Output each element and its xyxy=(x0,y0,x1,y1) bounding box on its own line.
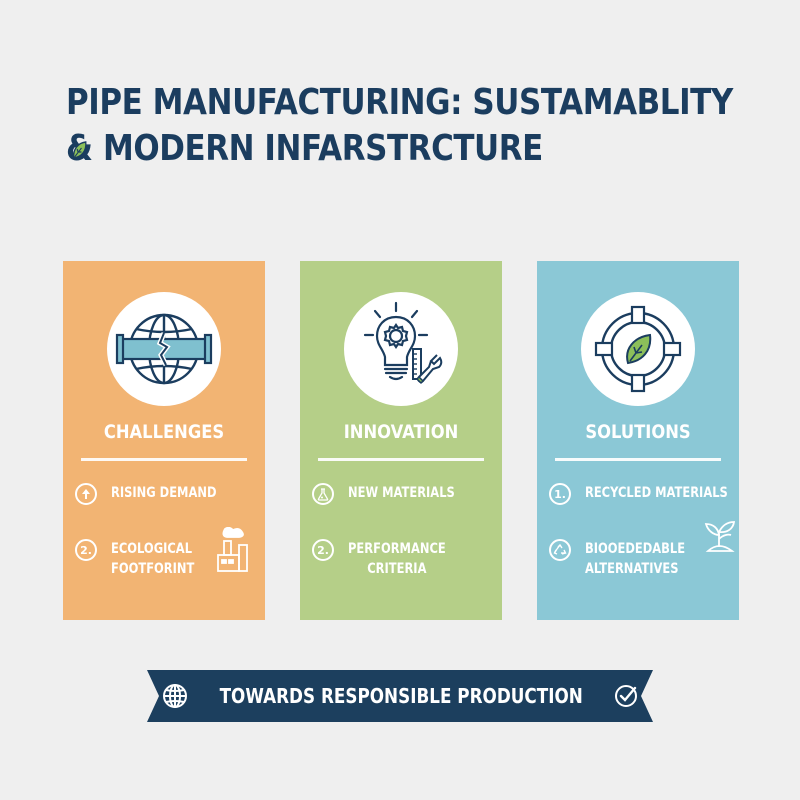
globe-icon xyxy=(162,684,187,708)
challenges-icon-circle xyxy=(107,292,221,406)
broken-pipe-globe-icon xyxy=(115,313,213,385)
number-2-icon: 2. xyxy=(75,539,97,561)
innovation-heading: INNOVATION xyxy=(343,421,459,443)
title-line-2: & MODERN INFARSTRCTURE xyxy=(66,126,668,172)
solutions-heading: SOLUTIONS xyxy=(585,421,691,443)
page-title: PIPE MANUFACTURING: SUSTAMABLITY & MODER… xyxy=(66,80,733,172)
leaf-icon xyxy=(73,141,87,159)
banner-label: TOWARDS RESPONSIBLE PRODUCTION xyxy=(219,684,583,708)
ampersand: & xyxy=(66,126,93,172)
lightbulb-gear-tools-icon xyxy=(363,301,443,385)
footer-banner: TOWARDS RESPONSIBLE PRODUCTION xyxy=(147,670,653,722)
solutions-icon-circle xyxy=(581,292,695,406)
number-2-icon: 2. xyxy=(312,539,334,561)
number-1-icon: 1. xyxy=(549,483,571,505)
list-item: 2. PERFORMANCE CRITERIA xyxy=(312,539,496,579)
item-text: PERFORMANCE CRITERIA xyxy=(348,541,446,577)
banner-ribbon xyxy=(147,670,653,722)
banner-content: TOWARDS RESPONSIBLE PRODUCTION xyxy=(147,670,653,722)
divider xyxy=(318,458,484,461)
title-line-1: PIPE MANUFACTURING: SUSTAMABLITY xyxy=(66,82,733,123)
list-item: 2. ECOLOGICAL FOOTFORINT xyxy=(75,527,259,579)
challenges-card: CHALLENGES RISING DEMAND 2. ECOLOGICAL F… xyxy=(63,261,265,620)
item-text: RECYCLED MATERIALS xyxy=(585,485,728,501)
solutions-card: SOLUTIONS 1. RECYCLED MATERIALS BIOOEDED… xyxy=(537,261,739,620)
innovation-icon-circle xyxy=(344,292,458,406)
factory-icon xyxy=(217,527,248,572)
recycle-icon xyxy=(549,539,571,561)
list-item: BIOOEDEDABLE ALTERNATIVES xyxy=(549,521,736,579)
pipe-ring-leaf-icon xyxy=(594,305,682,393)
divider xyxy=(555,458,721,461)
list-item: 1. RECYCLED MATERIALS xyxy=(549,483,733,505)
sprout-icon xyxy=(704,521,736,552)
list-item: RISING DEMAND xyxy=(75,483,259,505)
check-circle-icon xyxy=(615,685,638,707)
item-text: NEW MATERIALS xyxy=(348,485,455,501)
title-line-2-text: MODERN INFARSTRCTURE xyxy=(102,128,543,169)
divider xyxy=(81,458,247,461)
item-text: BIOOEDEDABLE ALTERNATIVES xyxy=(585,541,686,577)
up-arrow-icon xyxy=(75,483,97,505)
innovation-card: INNOVATION NEW MATERIALS 2. PERFORMANCE … xyxy=(300,261,502,620)
challenges-heading: CHALLENGES xyxy=(103,421,225,443)
item-text: RISING DEMAND xyxy=(111,485,217,501)
flask-icon xyxy=(312,483,334,505)
list-item: NEW MATERIALS xyxy=(312,483,496,505)
item-text: ECOLOGICAL FOOTFORINT xyxy=(111,541,195,577)
